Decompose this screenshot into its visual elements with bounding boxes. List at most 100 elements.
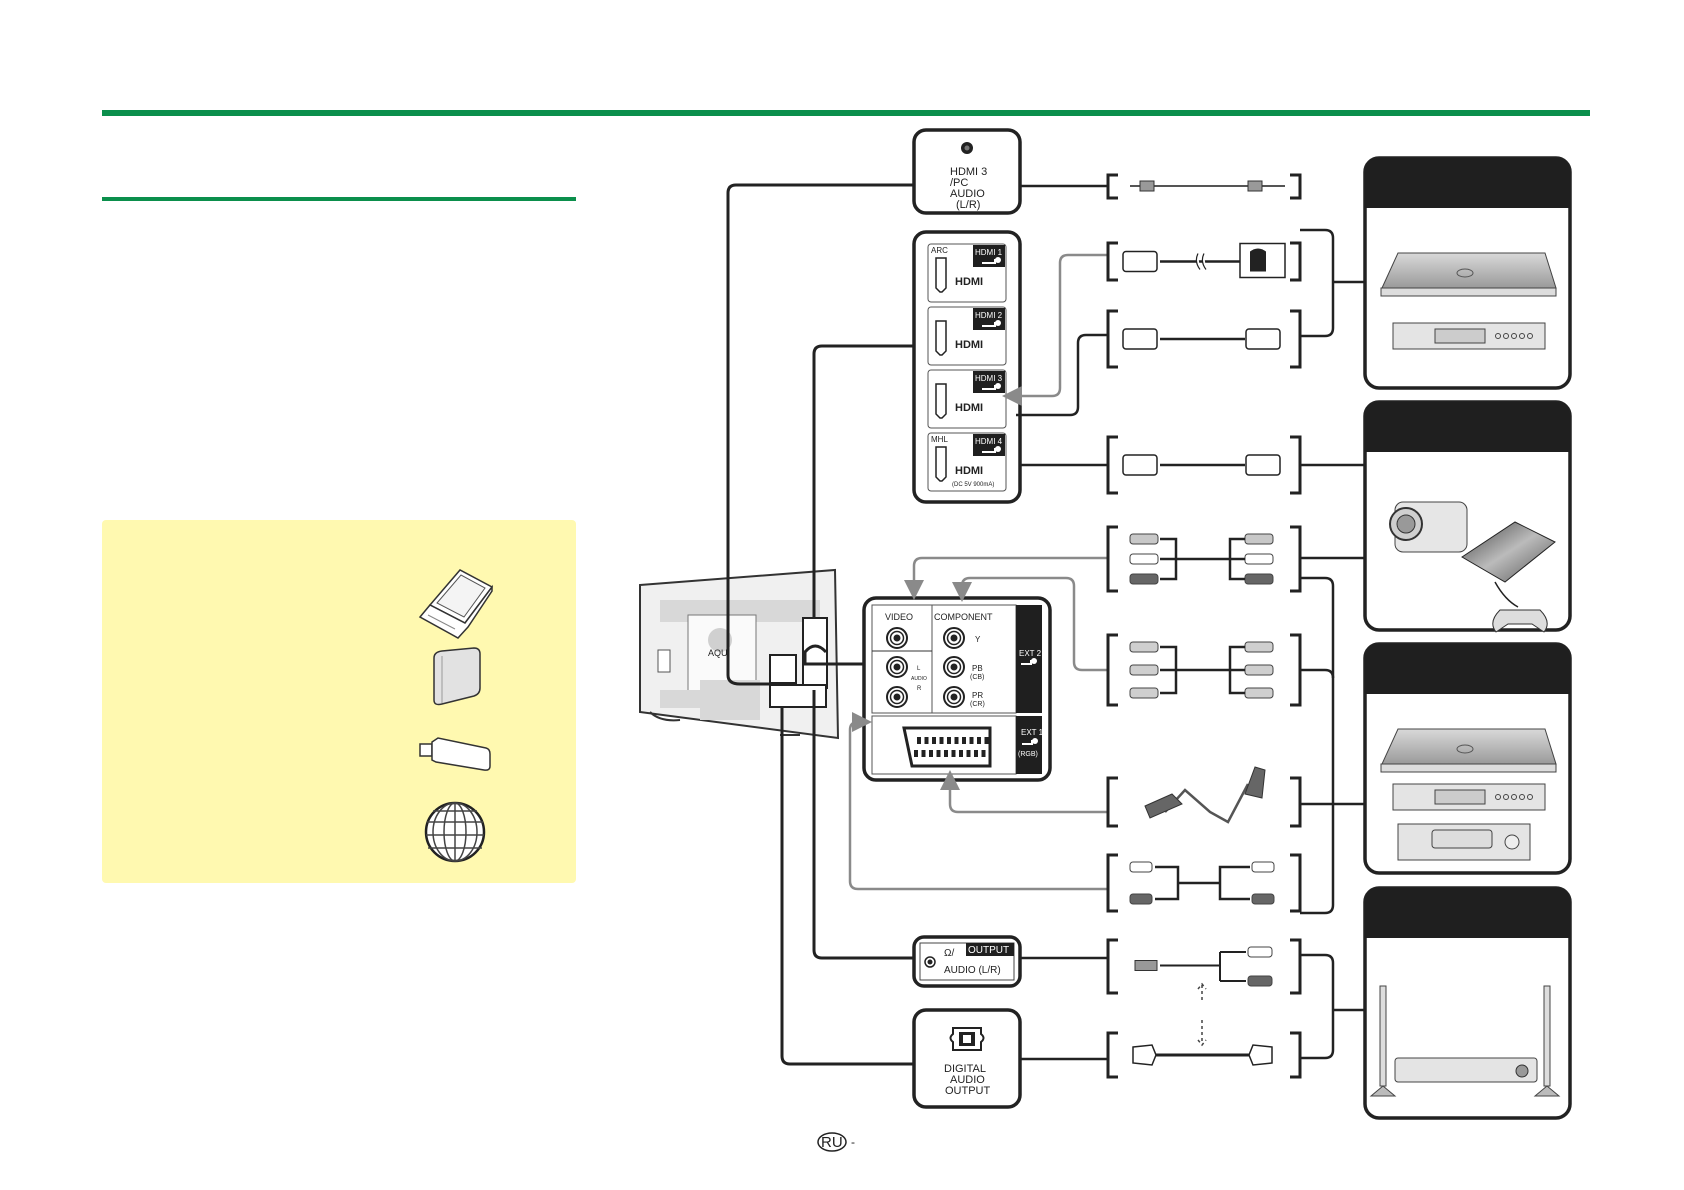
minijack-plug-icon [1134,960,1158,971]
hdmi-port-3: HDMI 3 HDMI [927,369,1007,429]
scart-pin [981,750,986,757]
usb-stick-icon [419,737,491,771]
component-cr-label: (CR) [970,701,985,708]
bracket-left [1106,525,1118,593]
component-pr-label: PR [972,691,983,700]
cable-component-rca [1106,633,1302,707]
top-green-rule [102,110,1590,116]
device-panel-header [1365,644,1570,694]
gray-signal-lines [848,253,1108,891]
controller-icon [1492,609,1548,633]
cable-to-device-lines [1300,228,1365,1060]
ext2-label: EXT 2 [1019,649,1042,658]
scart-pin [984,737,989,744]
hdmi-logo: HDMI [955,402,983,414]
audio-label: AUDIO [911,676,927,682]
scart-pin [944,750,948,757]
hdmi-port-tag: ARC [931,246,948,255]
bracket-left [1106,435,1118,495]
audio-r-label: R [917,686,922,692]
rca-plug-icon [1251,893,1275,905]
rca-plug-icon [1129,664,1159,676]
bd-player-icon [1380,252,1557,297]
vcr-icon [1397,823,1531,861]
scart-plug-icon [1144,793,1183,819]
rca-jack-icon [943,656,965,678]
dvd-player-icon [1392,783,1546,811]
rca-jack-icon [886,627,908,649]
tv-rear-illustration: AQU [639,568,840,740]
cable-stereo-minijack [1106,173,1302,200]
section-green-rule [102,197,576,201]
globe-icon [424,801,486,863]
tv-brand-label: AQU [708,648,728,658]
rca-plug-icon [1244,664,1274,676]
rca-jack-icon [886,686,908,708]
av-amplifier-icon [1394,1057,1538,1083]
rca-plug-icon [1251,861,1275,873]
rca-jack-icon [943,686,965,708]
optical-plug-icon [1248,1044,1273,1066]
hdmi-logo: HDMI [955,339,983,351]
page-region-mark: RU - [817,1132,855,1152]
digital-audio-line-1: DIGITAL [944,1063,986,1075]
bracket-right [1290,1031,1302,1079]
component-y-label: Y [975,635,981,644]
scart-pin [966,750,971,757]
scart-pin [936,750,941,757]
bd-player-icon [1380,728,1557,773]
component-pb-label: PB [972,664,983,673]
headphone-output-terminal: OUTPUT Ω/ AUDIO (L/R) [912,935,1022,988]
hdmi-socket-icon [935,257,947,293]
digital-audio-output-terminal: DIGITAL AUDIO OUTPUT [912,1008,1022,1109]
camcorder-icon [1389,501,1468,553]
hdmi-port-name: HDMI 3 [975,374,1003,383]
scart-pin [924,737,929,744]
bracket-left [1106,633,1118,707]
device-panel-header [1365,402,1570,452]
rca-plug-icon [1247,946,1273,958]
cable-audio-rca [1106,853,1302,913]
device-panel-header [1365,158,1570,208]
speakers-icon [1369,985,1561,1097]
scart-socket-icon [902,726,992,768]
rca-plug-icon [1129,573,1159,585]
dvd-player-icon [1392,322,1546,350]
scart-pin [969,737,974,744]
rca-plug-icon [1247,975,1273,987]
pc-audio-terminal: HDMI 3 /PC AUDIO (L/R) [912,128,1022,215]
bracket-left [1106,853,1118,913]
scart-pin [921,750,926,757]
bracket-right [1290,525,1302,593]
scart-pin [959,750,963,757]
bracket-left [1106,241,1118,282]
output-badge: OUTPUT [968,945,1009,956]
rca-plug-icon [1129,687,1159,699]
hdmi-plug-icon [1122,454,1158,476]
hdmi-socket-icon [935,446,947,482]
hdmi-socket-icon [935,320,947,356]
scart-pin [914,750,918,757]
rca-jack-icon [943,627,965,649]
digital-audio-line-2: AUDIO [950,1074,985,1086]
scart-pin [917,737,921,744]
hdmi-plug-icon [1122,250,1158,273]
scart-pin [962,737,966,744]
cable-hdmi [1106,435,1302,495]
audio-l-label: L [917,666,921,672]
scart-pin [929,750,933,757]
scart-pin [947,737,951,744]
game-console-icon [1461,521,1556,608]
ext1-rgb-label: (RGB) [1018,751,1038,758]
bracket-right [1290,633,1302,707]
device-panel-header [1365,888,1570,938]
scart-pin [977,737,981,744]
device-panel-av-players [1363,642,1572,875]
rca-plug-icon [1244,687,1274,699]
pc-audio-line-3: AUDIO [950,188,985,200]
terminal-to-cable-lines [1016,184,1108,1061]
